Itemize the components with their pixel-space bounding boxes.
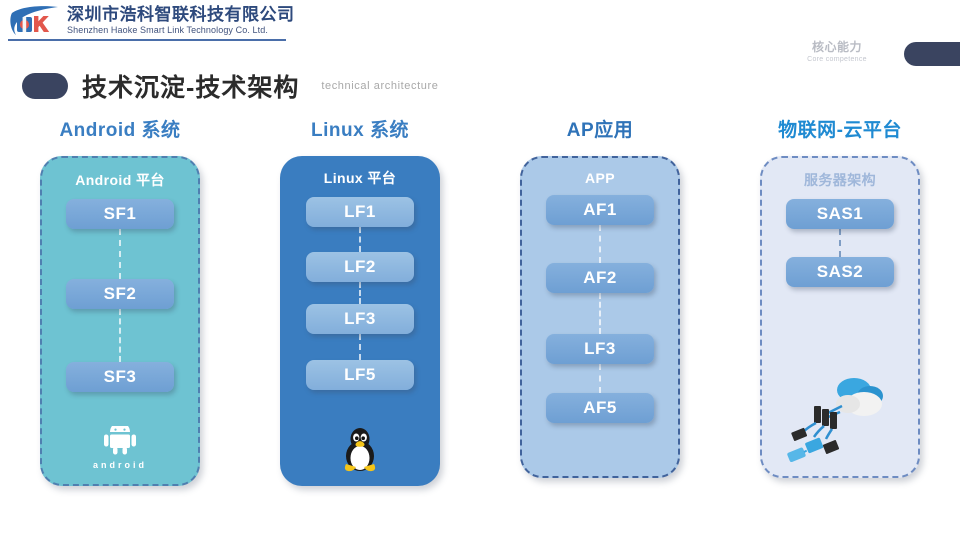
node-af1[interactable]: AF1	[546, 195, 654, 225]
linux-penguin-icon	[340, 426, 380, 472]
cloud-network-icon	[780, 366, 900, 462]
android-wordmark: android	[93, 460, 147, 470]
title-pill-decoration	[22, 73, 68, 99]
node-sf3[interactable]: SF3	[66, 362, 174, 392]
card-linux-platform: Linux 平台 LF1 LF2 LF3 LF5	[280, 156, 440, 486]
section-label-en: Core competence	[807, 56, 867, 64]
column-title-android: Android 系统	[59, 120, 181, 141]
connector-line	[119, 309, 121, 362]
node-stack-linux: LF1 LF2 LF3 LF5	[280, 197, 440, 390]
node-stack-server: SAS1 SAS2	[762, 199, 918, 287]
node-stack-android: SF1 SF2 SF3	[42, 199, 198, 392]
connector-line	[119, 229, 121, 279]
card-title-app: APP	[585, 170, 615, 186]
company-name-en: Shenzhen Haoke Smart Link Technology Co.…	[67, 24, 268, 35]
page-title-en: technical architecture	[321, 80, 439, 92]
node-af5[interactable]: AF5	[546, 393, 654, 423]
architecture-columns: Android 系统 Android 平台 SF1 SF2 SF3	[0, 115, 960, 530]
node-lf3[interactable]: LF3	[306, 304, 414, 334]
company-brand: 深圳市浩科智联科技有限公司 Shenzhen Haoke Smart Link …	[8, 4, 295, 38]
column-ap-application: AP应用 APP AF1 AF2 LF3 AF5	[480, 115, 720, 530]
column-linux: Linux 系统 Linux 平台 LF1 LF2 LF3 LF5	[240, 115, 480, 530]
node-sf2[interactable]: SF2	[66, 279, 174, 309]
card-app: APP AF1 AF2 LF3 AF5	[520, 156, 680, 478]
page-title: 技术沉淀-技术架构 technical architecture	[22, 68, 438, 104]
node-sf1[interactable]: SF1	[66, 199, 174, 229]
node-lf3-app[interactable]: LF3	[546, 334, 654, 364]
card-title-linux: Linux 平台	[323, 170, 397, 186]
node-lf5[interactable]: LF5	[306, 360, 414, 390]
column-title-ap: AP应用	[566, 120, 634, 141]
node-sas2[interactable]: SAS2	[786, 257, 894, 287]
connector-line	[359, 227, 361, 252]
brand-divider	[8, 39, 286, 41]
card-title-android: Android 平台	[75, 172, 165, 188]
section-label: 核心能力 Core competence	[782, 40, 892, 63]
company-name-cn: 深圳市浩科智联科技有限公司	[67, 4, 295, 24]
node-sas1[interactable]: SAS1	[786, 199, 894, 229]
card-android-platform: Android 平台 SF1 SF2 SF3	[40, 156, 200, 486]
connector-line	[599, 364, 601, 393]
column-title-iot-cloud: 物联网-云平台	[778, 120, 902, 141]
node-lf1[interactable]: LF1	[306, 197, 414, 227]
android-logo-icon: android	[93, 426, 147, 470]
page-title-cn: 技术沉淀-技术架构	[82, 74, 300, 102]
connector-line	[839, 229, 841, 257]
node-lf2[interactable]: LF2	[306, 252, 414, 282]
connector-line	[359, 334, 361, 360]
connector-line	[599, 293, 601, 334]
section-label-cn: 核心能力	[811, 40, 862, 54]
column-iot-cloud: 物联网-云平台 服务器架构 SAS1 SAS2	[720, 115, 960, 530]
corner-pill-decoration	[904, 42, 960, 66]
card-server-architecture: 服务器架构 SAS1 SAS2	[760, 156, 920, 478]
column-android: Android 系统 Android 平台 SF1 SF2 SF3	[0, 115, 240, 530]
connector-line	[359, 282, 361, 304]
column-title-linux: Linux 系统	[311, 120, 409, 141]
node-af2[interactable]: AF2	[546, 263, 654, 293]
company-logo-icon	[8, 4, 60, 38]
card-title-server: 服务器架构	[804, 172, 876, 188]
connector-line	[599, 225, 601, 263]
node-stack-app: AF1 AF2 LF3 AF5	[522, 195, 678, 423]
